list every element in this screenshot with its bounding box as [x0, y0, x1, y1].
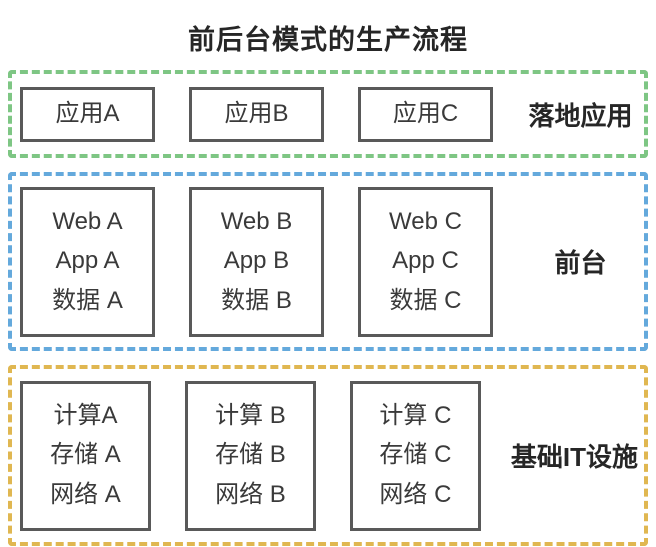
box-line: 应用A: [55, 99, 120, 127]
box-line: App A: [55, 247, 120, 275]
layer-landing-apps: 应用A 应用B 应用C 落地应用: [8, 70, 648, 158]
box-line: 存储 C: [379, 441, 452, 469]
app-a-box: 应用A: [20, 86, 155, 142]
stack-a-box: Web A App A 数据 A: [20, 186, 155, 337]
layer-it-infra: 计算A 存储 A 网络 A 计算 B 存储 B 网络 B 计算 C 存储 C 网…: [8, 365, 648, 546]
box-line: 数据 C: [389, 286, 462, 314]
diagram-title: 前后台模式的生产流程: [188, 25, 468, 55]
box-line: 应用C: [392, 99, 459, 127]
infra-c-box: 计算 C 存储 C 网络 C: [349, 380, 481, 531]
box-line: 网络 C: [379, 480, 452, 508]
infra-a-box: 计算A 存储 A 网络 A: [20, 380, 151, 531]
box-line: 计算 B: [215, 401, 286, 429]
infra-b-box: 计算 B 存储 B 网络 B: [184, 380, 316, 531]
layer-landing-label: 落地应用: [528, 100, 633, 131]
box-line: 存储 A: [50, 441, 121, 469]
layer-front-stage: Web A App A 数据 A Web B App B 数据 B Web C …: [8, 172, 648, 351]
app-b-box: 应用B: [189, 86, 324, 142]
box-line: Web C: [389, 207, 462, 235]
layer-infra-label: 基础IT设施: [510, 442, 639, 472]
box-line: 计算A: [53, 401, 118, 429]
box-line: App C: [392, 247, 459, 275]
stack-c-box: Web C App C 数据 C: [358, 186, 493, 337]
layer-front-label: 前台: [554, 248, 607, 278]
box-line: 计算 C: [379, 401, 452, 429]
box-line: 存储 B: [215, 441, 286, 469]
stack-b-box: Web B App B 数据 B: [189, 186, 324, 337]
box-line: 数据 A: [52, 286, 123, 314]
box-line: 网络 A: [50, 480, 121, 508]
box-line: 数据 B: [221, 286, 292, 314]
box-line: App B: [223, 247, 290, 275]
box-line: Web B: [220, 207, 293, 235]
box-line: 网络 B: [215, 480, 286, 508]
box-line: Web A: [52, 207, 123, 235]
app-c-box: 应用C: [358, 86, 493, 142]
box-line: 应用B: [224, 99, 289, 127]
